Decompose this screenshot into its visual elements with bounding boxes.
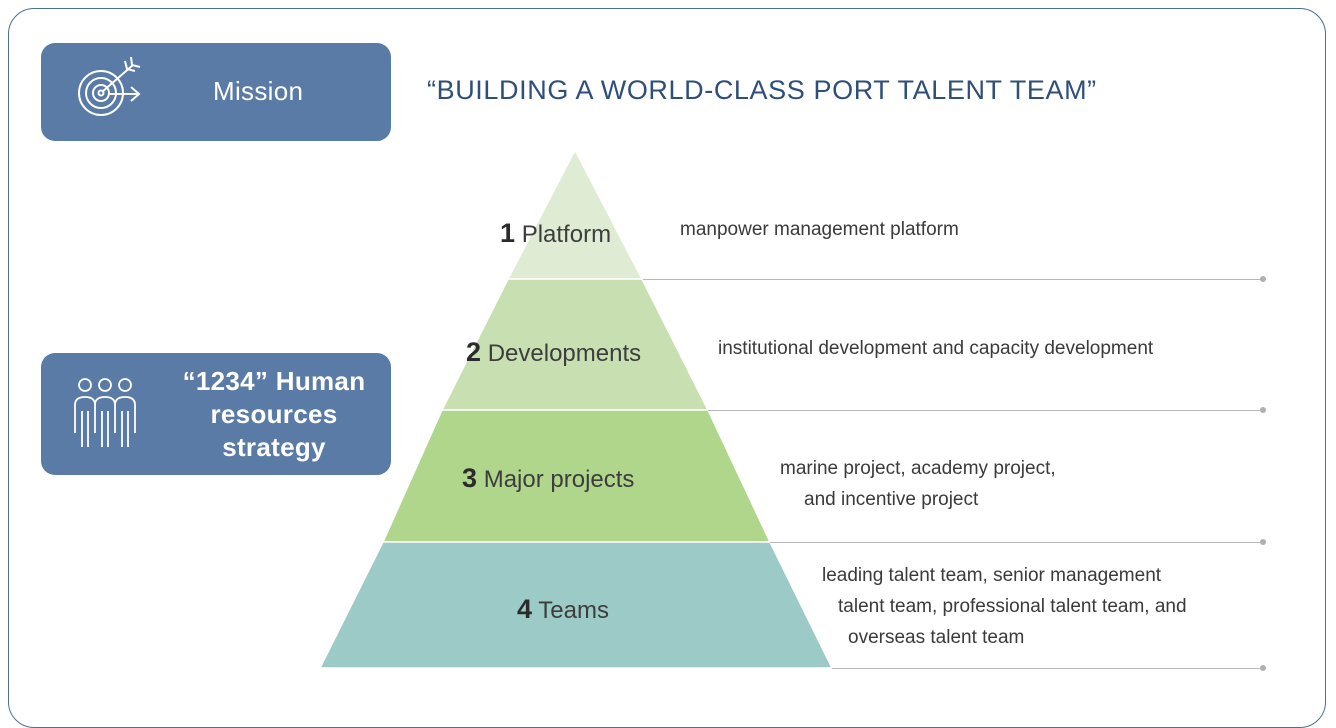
tier-4-description-line: overseas talent team xyxy=(848,627,1025,648)
tier-1-description: manpower management platform xyxy=(680,214,959,245)
tier-4-description: leading talent team, senior management t… xyxy=(822,560,1187,653)
tier-3-name: Major projects xyxy=(483,466,635,493)
tier-2-description-line: institutional development and capacity d… xyxy=(718,338,1154,359)
tier-4-description-line: talent team, professional talent team, a… xyxy=(838,596,1187,617)
strategy-badge: “1234” Human resources strategy xyxy=(41,353,391,475)
pyramid xyxy=(318,148,834,669)
tier-1-description-line: manpower management platform xyxy=(680,219,959,240)
tier-3-description-line: marine project, academy project, xyxy=(780,458,1056,479)
tier-4-name: Teams xyxy=(538,597,609,624)
strategy-label: “1234” Human resources strategy xyxy=(182,366,366,462)
tier-4-leader-dot xyxy=(1260,665,1266,671)
tier-1-leader-dot xyxy=(1260,276,1266,282)
tier-4-label: 4 Teams xyxy=(517,594,609,625)
tier-3-leader-line xyxy=(770,542,1263,543)
tier-4-leader-line xyxy=(832,668,1263,669)
tier-1-shape xyxy=(506,148,644,280)
tier-1-name: Platform xyxy=(521,221,612,248)
mission-statement: “BUILDING A WORLD-CLASS PORT TALENT TEAM… xyxy=(427,75,1097,105)
tier-1-label: 1 Platform xyxy=(500,218,611,249)
tier-2-leader-line xyxy=(708,410,1263,411)
tier-2-name: Developments xyxy=(487,340,642,367)
tier-2-number: 2 xyxy=(466,337,482,367)
tier-2-leader-dot xyxy=(1260,407,1266,413)
tier-3-number: 3 xyxy=(462,463,478,493)
tier-3-description: marine project, academy project, and inc… xyxy=(780,453,1056,515)
tier-2-description: institutional development and capacity d… xyxy=(718,333,1153,364)
target-arrow-icon xyxy=(78,56,141,116)
tier-4-description-line: leading talent team, senior management xyxy=(822,565,1162,586)
tier-3-leader-dot xyxy=(1260,539,1266,545)
tier-2-label: 2 Developments xyxy=(466,337,641,368)
tier-4-number: 4 xyxy=(517,594,533,624)
tier-3-description-line: and incentive project xyxy=(804,489,979,510)
tier-1-number: 1 xyxy=(500,218,516,248)
tier-1-leader-line xyxy=(643,279,1263,280)
mission-label: Mission xyxy=(213,76,304,106)
mission-badge: Mission xyxy=(41,43,391,141)
tier-3-label: 3 Major projects xyxy=(462,463,634,494)
team-people-icon xyxy=(74,378,136,447)
